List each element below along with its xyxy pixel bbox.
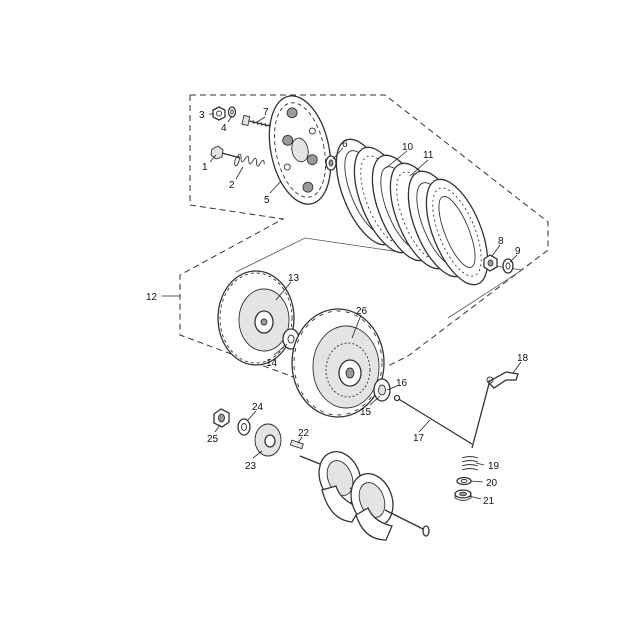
callout-13: 13 [288,273,300,284]
washer-part-4 [227,106,237,118]
push-rod-part-17 [393,394,473,445]
callout-19: 19 [488,461,500,472]
callout-14: 14 [266,358,278,369]
washer-part-15-16 [373,378,391,402]
nut-part-25 [213,408,230,428]
nut-part-8 [483,254,498,272]
callout-17: 17 [413,433,425,444]
washer-part-24 [237,418,251,436]
bolt-part-1 [210,145,241,160]
callout-12: 12 [146,292,158,303]
callout-7: 7 [263,107,269,118]
callout-2: 2 [229,180,235,191]
bearing-part-6 [325,155,337,171]
callout-1: 1 [202,162,208,173]
callout-labels: 1 2 3 4 5 6 7 8 9 10 11 12 13 14 15 16 1… [146,107,529,507]
washer-part-20 [456,476,472,486]
oil-seal-part-21 [454,489,472,501]
callout-25: 25 [207,434,219,445]
callout-20: 20 [486,478,498,489]
nut-part-3 [212,106,226,121]
callout-3: 3 [199,110,205,121]
washer-part-9 [502,258,514,274]
callout-8: 8 [498,236,504,247]
callout-10: 10 [402,142,414,153]
callout-5: 5 [264,195,270,206]
steel-plate [425,178,489,286]
callout-18: 18 [517,353,529,364]
assembly-outline-left [179,95,297,379]
release-lever-part-18 [471,371,519,449]
clutch-housing-part-26 [291,308,385,418]
callout-15: 15 [360,407,372,418]
callout-21: 21 [483,496,495,507]
callout-26: 26 [356,306,368,317]
callout-23: 23 [245,461,257,472]
callout-6: 6 [342,139,348,150]
pressure-plate-part-5 [268,95,332,205]
spring-part-2 [234,153,265,167]
clutch-plates-part-10-11 [335,138,489,286]
callout-4: 4 [221,123,227,134]
crankshaft [299,451,430,541]
callout-11: 11 [423,150,434,161]
drive-gear-part-23 [254,423,282,457]
callout-9: 9 [515,246,521,257]
assembly-outline-upper [190,94,549,367]
callout-16: 16 [396,378,408,389]
spring-part-19 [461,456,479,471]
callout-22: 22 [298,428,310,439]
clutch-gear-part-13 [217,270,295,366]
key-part-22 [289,439,304,450]
callout-24: 24 [252,402,264,413]
leader-lines [162,113,522,500]
